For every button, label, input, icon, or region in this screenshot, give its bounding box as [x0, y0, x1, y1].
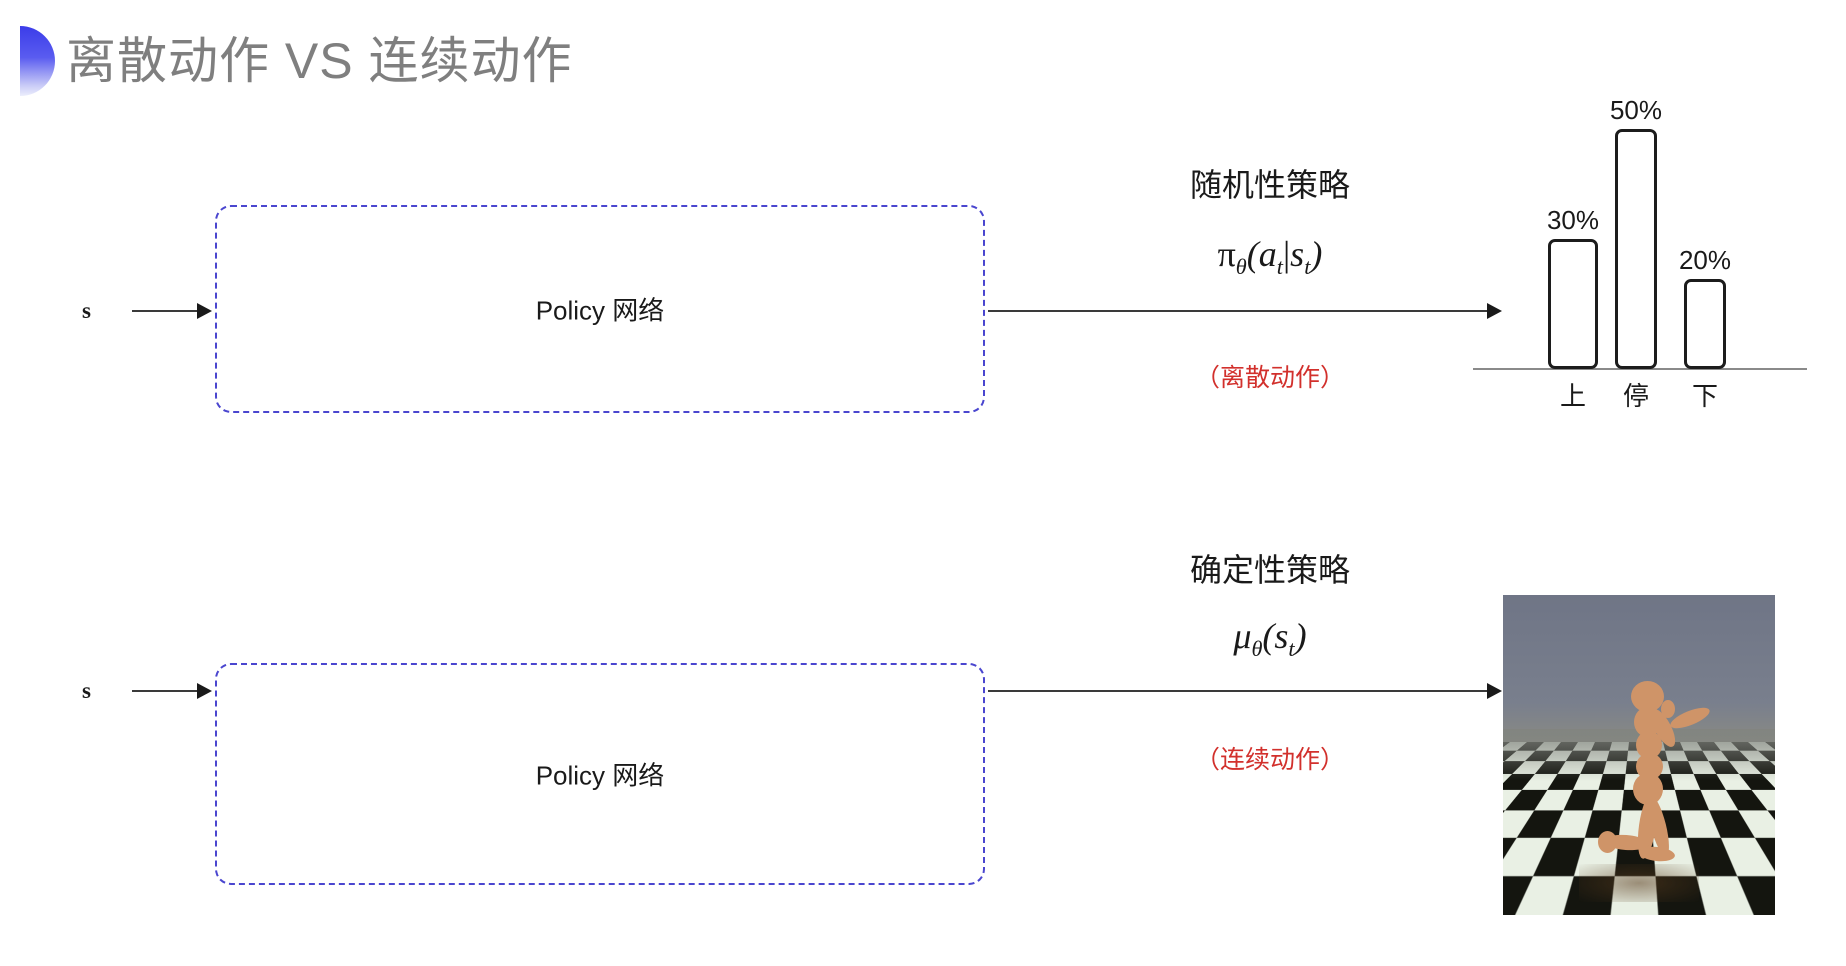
bar-category-stop: 停: [1622, 381, 1649, 411]
bar-value-down: 20%: [1678, 245, 1732, 275]
sim-shadow: [1579, 863, 1699, 903]
arrow-state-to-policy-continuous: [132, 690, 210, 692]
bar-value-stop: 50%: [1609, 95, 1663, 125]
policy-type-stochastic: 随机性策略: [1189, 167, 1350, 203]
arrow-policy-to-output-discrete: [988, 310, 1500, 312]
policy-network-label-continuous: Policy 网络: [535, 760, 665, 791]
humanoid-simulation-image: [1503, 595, 1775, 915]
humanoid-head: [1631, 681, 1664, 712]
action-note-continuous: （连续动作）: [1194, 746, 1345, 774]
bar-category-down: 下: [1691, 381, 1718, 411]
action-probability-bar-chart: 30% 上 50% 停 20% 下: [1470, 95, 1810, 425]
title-decoration-icon: [20, 26, 55, 96]
action-note-discrete: （离散动作）: [1194, 364, 1345, 392]
state-label-discrete: s: [82, 298, 91, 323]
bar-stop: [1615, 129, 1657, 369]
policy-type-deterministic: 确定性策略: [1189, 552, 1350, 588]
arrow-policy-to-output-continuous: [988, 690, 1500, 692]
bar-down: [1684, 279, 1726, 369]
policy-network-box-continuous[interactable]: Policy 网络: [215, 663, 985, 885]
policy-network-box-discrete[interactable]: Policy 网络: [215, 205, 985, 413]
humanoid-foot-back: [1598, 831, 1617, 853]
chart-axis-line: [1473, 368, 1807, 370]
bar-up: [1548, 239, 1598, 369]
state-label-continuous: s: [82, 678, 91, 703]
page-title: 离散动作 VS 连续动作: [66, 33, 573, 89]
humanoid-hand: [1661, 700, 1675, 718]
policy-formula-stochastic: πθ(at|st): [1217, 234, 1323, 280]
policy-formula-deterministic: μθ(st): [1233, 616, 1307, 662]
bar-value-up: 30%: [1546, 205, 1600, 235]
arrow-state-to-policy-discrete: [132, 310, 210, 312]
bar-category-up: 上: [1559, 381, 1586, 411]
policy-network-label-discrete: Policy 网络: [535, 295, 665, 326]
